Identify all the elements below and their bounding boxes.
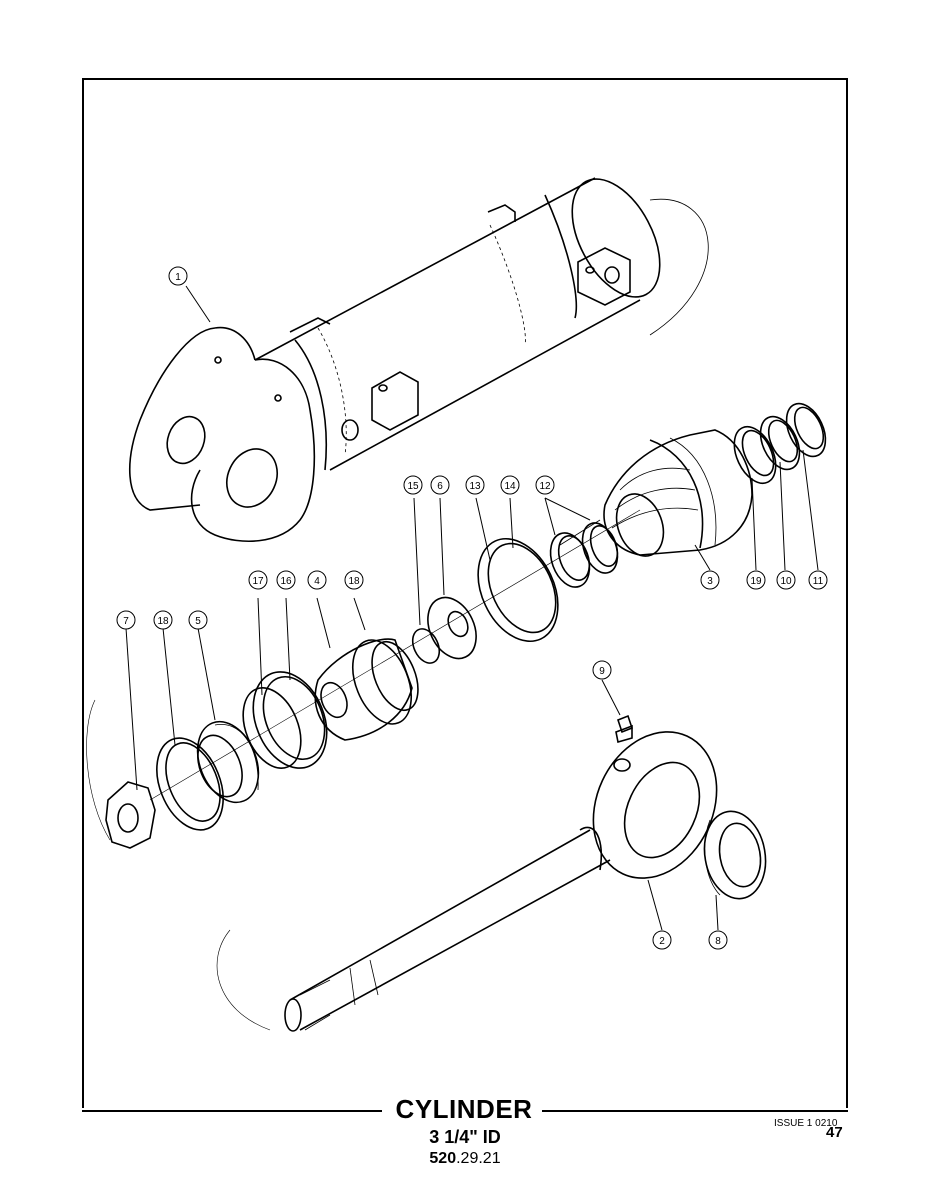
callout-label-17: 17 [252, 576, 264, 587]
callout-7 [116, 610, 136, 630]
callout-label-9: 9 [599, 666, 605, 677]
callout-17 [248, 570, 268, 590]
callout-label-16: 16 [280, 576, 292, 587]
callout-18-upper [344, 570, 364, 590]
callout-label-19: 19 [750, 576, 762, 587]
callout-15 [403, 475, 423, 495]
part-number-prefix: 520 [429, 1150, 457, 1167]
callout-11 [808, 570, 828, 590]
callout-label-13: 13 [469, 481, 481, 492]
piston-rod [216, 714, 767, 1032]
title-rule-left [82, 1110, 382, 1112]
part-number-suffix: .29.21 [456, 1150, 501, 1167]
piston-parts [86, 537, 559, 849]
callout-label-10: 10 [780, 576, 792, 587]
callout-labels: 1 15 6 13 14 12 3 19 10 11 17 16 4 18 7 … [123, 272, 823, 947]
callout-4 [307, 570, 327, 590]
callout-label-8: 8 [715, 936, 721, 947]
callout-label-18-upper: 18 [348, 576, 360, 587]
callout-label-2: 2 [659, 936, 665, 947]
callout-16 [276, 570, 296, 590]
callout-label-12: 12 [539, 481, 551, 492]
callout-5 [188, 610, 208, 630]
callout-bubbles [116, 266, 828, 950]
issue-label: ISSUE 1 0210 [774, 1118, 838, 1129]
callout-13 [465, 475, 485, 495]
callout-leaders [125, 285, 819, 931]
callout-18-lower [153, 610, 173, 630]
callout-1 [168, 266, 188, 286]
callout-8 [708, 930, 728, 950]
callout-9 [592, 660, 612, 680]
callout-6 [430, 475, 450, 495]
drawing-frame [82, 78, 848, 1108]
callout-label-15: 15 [407, 481, 419, 492]
callout-label-1: 1 [175, 272, 181, 283]
callout-label-5: 5 [195, 616, 201, 627]
cylinder-barrel [128, 177, 709, 543]
callout-12 [535, 475, 555, 495]
title-rule [82, 1096, 848, 1126]
title-rule-right [542, 1110, 848, 1112]
callout-14 [500, 475, 520, 495]
callout-label-6: 6 [437, 481, 443, 492]
callout-label-14: 14 [504, 481, 516, 492]
callout-3 [700, 570, 720, 590]
callout-label-3: 3 [707, 576, 713, 587]
callout-2 [652, 930, 672, 950]
callout-label-18-lower: 18 [157, 616, 169, 627]
part-number: 520.29.21 [400, 1150, 530, 1168]
cylinder-size: 3 1/4" ID [429, 1127, 501, 1147]
page-title: CYLINDER [390, 1094, 538, 1125]
callout-label-4: 4 [314, 576, 320, 587]
callout-label-11: 11 [813, 576, 824, 587]
gland-assembly [549, 402, 827, 588]
callout-label-7: 7 [123, 616, 129, 627]
callout-10 [776, 570, 796, 590]
callout-19 [746, 570, 766, 590]
page-number: 47 [826, 1124, 843, 1141]
center-line [149, 509, 641, 801]
